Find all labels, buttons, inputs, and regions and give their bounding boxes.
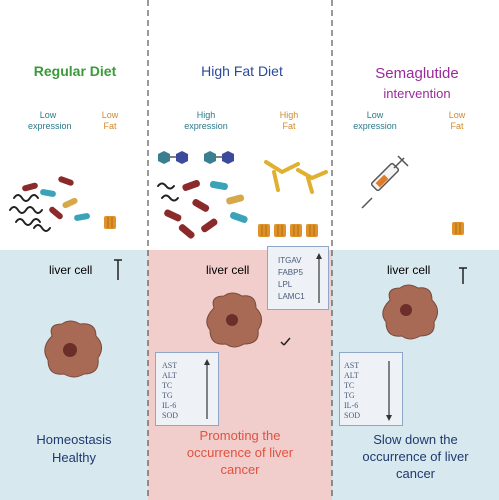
regular-fat-cube [104,216,116,229]
regular-rod-shapes [22,176,90,221]
gene-marker-item: ITGAV [278,256,302,265]
semaglutide-illustration [361,155,464,235]
highfat-gene-strands [157,182,179,202]
highfat-rod-shapes [164,179,248,239]
gene-marker-item: FABP5 [278,268,303,277]
highfat-pointer-icon [280,337,291,346]
regular-diet-illustration [9,176,116,232]
high-fat-diet-title: High Fat Diet [201,63,283,79]
sema-fat-label: Low Fat [448,110,466,131]
serum-marker-box-sema: AST ALT TC TG IL-6 SOD [339,352,403,426]
sema-expression-label: Low expression [353,110,397,131]
gene-marker-item: LPL [278,280,293,289]
regular-diet-title: Regular Diet [33,63,117,79]
sema-outcome-line1: Slow down the [373,432,458,447]
regular-fat-label: Low Fat [101,110,119,131]
serum-marker-item: AST [344,361,360,370]
highfat-expression-label: High expression [184,110,228,131]
down-arrow-icon [386,361,392,421]
highfat-outcome-line1: Promoting the [199,428,281,443]
sema-outcome-line3: cancer [395,466,436,481]
serum-marker-item: IL-6 [162,401,177,410]
highfat-outcome-line3: cancer [220,462,260,477]
serum-marker-item: IL-6 [344,401,359,410]
up-arrow-icon [316,253,322,303]
regular-outcome-line2: Healthy [51,450,97,465]
regular-pointer-icon [114,259,122,280]
semaglutide-subtitle: intervention [383,86,451,101]
sema-outcome-line2: occurrence of liver [362,449,469,464]
up-arrow-icon [204,359,210,419]
highfat-outcome-line2: occurrence of liver [186,445,294,460]
sema-liver-cell-label: liver cell [387,263,431,277]
serum-marker-box-highfat: AST ALT TC TG IL-6 SOD [155,352,219,426]
highfat-diet-illustration [157,151,328,239]
serum-marker-item: TC [162,381,173,390]
highfat-molecule-chains [158,151,234,164]
regular-gene-strands [9,194,51,232]
syringe-icon [361,155,409,209]
serum-marker-item: SOD [162,411,179,420]
highfat-fat-cubes [258,224,318,237]
serum-marker-item: SOD [344,411,361,420]
regular-outcome-line1: Homeostasis [36,432,112,447]
highfat-fat-label: High Fat [279,110,299,131]
semaglutide-title: Semaglutide [375,65,459,82]
sema-pointer-icon [459,267,467,284]
regular-expression-label: Low expression [28,110,72,131]
sema-fat-cube [452,222,464,235]
cell-pointer-marks [114,259,467,346]
serum-marker-item: ALT [344,371,359,380]
regular-liver-cell-label: liver cell [49,263,93,277]
regular-liver-cell-icon [44,320,102,378]
highfat-liver-cell-icon [206,292,262,348]
serum-marker-item: AST [162,361,178,370]
highfat-lipid-shapes [264,160,328,194]
serum-marker-item: TC [344,381,355,390]
serum-marker-item: TG [344,391,355,400]
sema-liver-cell-icon [382,284,438,340]
highfat-liver-cell-label: liver cell [206,263,250,277]
serum-marker-item: ALT [162,371,177,380]
gene-marker-item: LAMC1 [278,292,305,301]
gene-marker-box: ITGAV FABP5 LPL LAMC1 [267,246,329,310]
serum-marker-item: TG [162,391,173,400]
